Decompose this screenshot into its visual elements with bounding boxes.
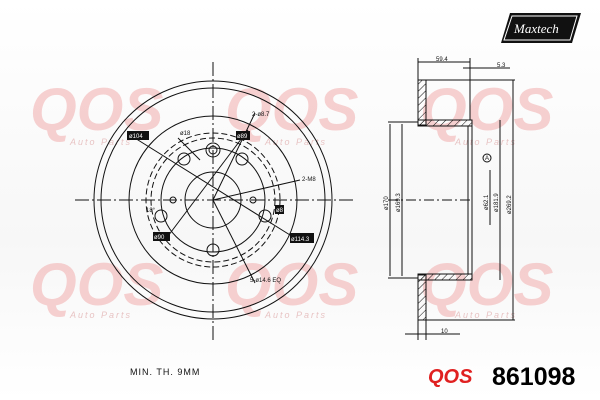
hat-label: ø89 [237,134,248,140]
d169-label: ø169.3 [396,193,402,212]
d181-label: ø181.9 [494,193,500,212]
label-box [275,205,284,214]
watermark: QOS [420,76,553,143]
label-box [127,131,149,140]
front-view [75,62,355,340]
part-number: 861098 [492,363,576,391]
front-view-labels: ø104 ø18 2-ø8.7 ø89 2-M8 18° ø8 ø90 ø114… [127,112,316,284]
maxtech-logo: Maxtech [501,13,581,43]
label-box [236,131,250,140]
inner-box-label: ø90 [154,235,165,241]
side-view-labels: 59.4 5.3 ø170 ø169.3 ø62.1 ø181.9 ø269.2… [384,57,513,335]
right-box-label: ø8 [276,208,284,214]
datum-label: A [485,156,489,162]
watermark-group: QOS QOS QOS QOS QOS QOS Auto Parts Auto … [30,76,553,320]
center-bore-label: ø104 [129,134,143,140]
min-thickness-text: MIN. TH. 9MM [130,367,201,377]
watermark: QOS [420,251,553,318]
pcd-label: ø114.3 [291,237,310,243]
angle-label: 18° [146,208,156,214]
watermark: QOS [225,251,358,318]
d62-label: ø62.1 [484,194,490,210]
watermark-sub: Auto Parts [264,310,327,320]
hat-thickness-label: 5.3 [497,63,506,69]
label-box [153,232,170,241]
side-view [388,58,515,340]
qos-brand-logo: QOS [428,366,473,388]
watermark-sub: Auto Parts [69,310,132,320]
hole-label: ø18 [180,131,191,137]
svg-text:Maxtech: Maxtech [513,21,559,36]
bolt-holes-label: 5-ø14.6 EQ [250,278,281,284]
svg-text:QOS: QOS [428,366,473,388]
watermark-sub: Auto Parts [454,137,517,147]
d170-label: ø170 [384,196,390,210]
thickness-label: 10 [441,329,448,335]
watermark-sub: Auto Parts [454,310,517,320]
m-holes-label: 2-M8 [302,177,316,183]
thread-holes-label: 2-ø8.7 [252,112,270,118]
watermark-sub: Auto Parts [264,137,327,147]
watermark-sub: Auto Parts [69,137,132,147]
watermark: QOS [30,251,163,318]
d269-label: ø269.2 [507,195,513,214]
label-box [290,233,314,243]
height-label: 59.4 [436,57,448,63]
